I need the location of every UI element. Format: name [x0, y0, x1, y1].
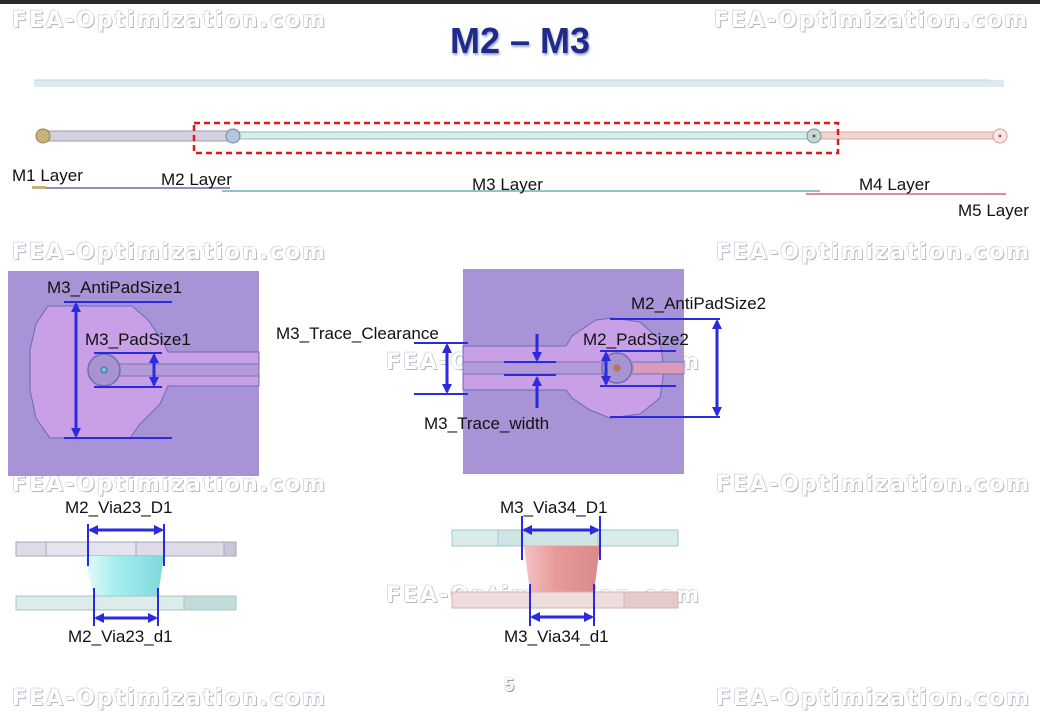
watermark: FEA-Optimization.com: [716, 472, 1032, 497]
watermark: FEA-Optimization.com: [12, 472, 328, 497]
highlight-box: [192, 121, 840, 155]
via23-cross-section: [15, 524, 237, 626]
label-m3-antipadsize1: M3_AntiPadSize1: [47, 278, 183, 297]
watermark: FEA-Optimization.com: [12, 240, 328, 265]
left-pad-view: [8, 271, 260, 476]
layer-label-m4: M4 Layer: [859, 175, 930, 194]
label-m3-trace-width: M3_Trace_width: [424, 414, 550, 433]
label-m3-via34-d1-top: M3_Via34_D1: [500, 498, 608, 517]
page-number: 5: [504, 675, 515, 695]
layer-strip: [32, 121, 1008, 195]
watermark: FEA-Optimization.com: [716, 240, 1032, 265]
title-separator: [34, 79, 1004, 87]
label-m2-via23-d1-top: M2_Via23_D1: [65, 498, 173, 517]
watermark: FEA-Optimization.com: [714, 8, 1030, 33]
label-m3-trace-clearance: M3_Trace_Clearance: [276, 324, 439, 343]
layer-label-m3: M3 Layer: [472, 175, 543, 194]
via34-cross-section: [451, 516, 679, 626]
label-m3-via34-d1-bottom: M3_Via34_d1: [504, 627, 609, 646]
layer-label-m5: M5 Layer: [958, 201, 1029, 220]
label-m3-padsize1: M3_PadSize1: [85, 330, 191, 349]
top-bar: [0, 0, 1040, 4]
layer-label-m2: M2 Layer: [161, 170, 232, 189]
label-m2-antipadsize2: M2_AntiPadSize2: [631, 294, 767, 313]
watermark: FEA-Optimization.com: [12, 8, 328, 33]
label-m2-padsize2: M2_PadSize2: [583, 330, 689, 349]
watermark: FEA-Optimization.com: [716, 686, 1032, 711]
label-m2-via23-d1-bottom: M2_Via23_d1: [68, 627, 173, 646]
slide-title: M2 – M3: [449, 20, 591, 61]
layer-label-m1: M1 Layer: [12, 166, 83, 185]
watermark: FEA-Optimization.com: [12, 686, 328, 711]
right-pad-view: [414, 269, 722, 474]
